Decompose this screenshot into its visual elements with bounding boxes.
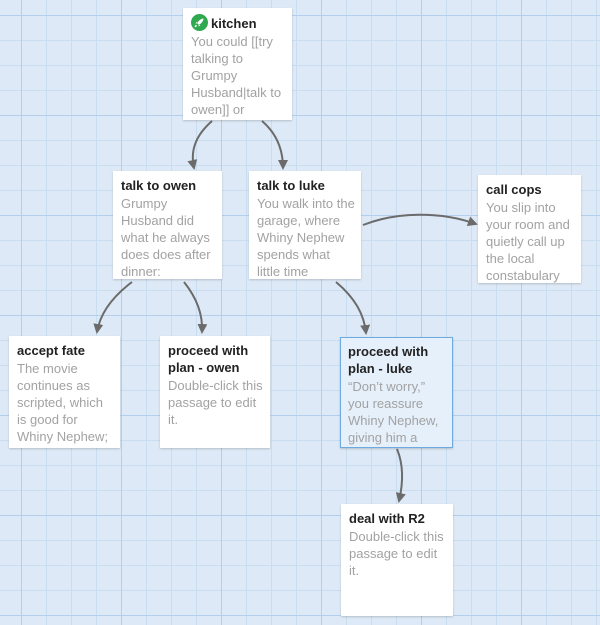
link-kitchen-to-talk-to-luke	[261, 120, 288, 170]
passage-excerpt: The movie continues as scripted, which i…	[17, 361, 109, 444]
passage-title: talk to luke	[257, 178, 325, 193]
passage-title: kitchen	[191, 14, 287, 32]
passage-excerpt: Double-click this passage to edit it.	[168, 378, 263, 427]
passage-call-cops[interactable]: call cops You slip into your room and qu…	[478, 175, 581, 283]
passage-talk-to-owen[interactable]: talk to owen Grumpy Husband did what he …	[113, 171, 222, 279]
passage-proceed-with-plan-luke[interactable]: proceed with plan - luke “Don’t worry,” …	[340, 337, 453, 448]
passage-deal-with-r2[interactable]: deal with R2 Double-click this passage t…	[341, 504, 453, 616]
passage-excerpt: You could [[try talking to Grumpy Husban…	[191, 34, 282, 117]
passage-talk-to-luke[interactable]: talk to luke You walk into the garage, w…	[249, 171, 361, 279]
passage-title: accept fate	[17, 343, 85, 358]
link-talk-to-owen-to-accept-fate	[93, 281, 133, 334]
passage-title: talk to owen	[121, 178, 197, 193]
passage-title: call cops	[486, 182, 542, 197]
passage-accept-fate[interactable]: accept fate The movie continues as scrip…	[9, 336, 120, 448]
passage-title: proceed with plan - owen	[168, 343, 249, 375]
link-kitchen-to-talk-to-owen	[187, 120, 213, 170]
passage-excerpt: Double-click this passage to edit it.	[349, 529, 444, 578]
passage-excerpt: Grumpy Husband did what he always does d…	[121, 196, 211, 279]
link-talk-to-luke-to-call-cops	[362, 213, 478, 226]
passage-excerpt: You slip into your room and quietly call…	[486, 200, 570, 283]
passage-title: deal with R2	[349, 511, 425, 526]
passage-kitchen[interactable]: kitchen You could [[try talking to Grump…	[183, 8, 292, 120]
passage-title: proceed with plan - luke	[348, 344, 429, 376]
passage-excerpt: You walk into the garage, where Whiny Ne…	[257, 196, 355, 279]
link-talk-to-owen-to-proceed-owen	[183, 281, 208, 334]
link-proceed-luke-to-deal-r2	[395, 448, 406, 503]
rocket-icon	[191, 14, 208, 31]
passage-proceed-with-plan-owen[interactable]: proceed with plan - owen Double-click th…	[160, 336, 270, 448]
passage-excerpt: “Don’t worry,” you reassure Whiny Nephew…	[348, 379, 439, 445]
link-talk-to-luke-to-proceed-luke	[335, 281, 371, 335]
